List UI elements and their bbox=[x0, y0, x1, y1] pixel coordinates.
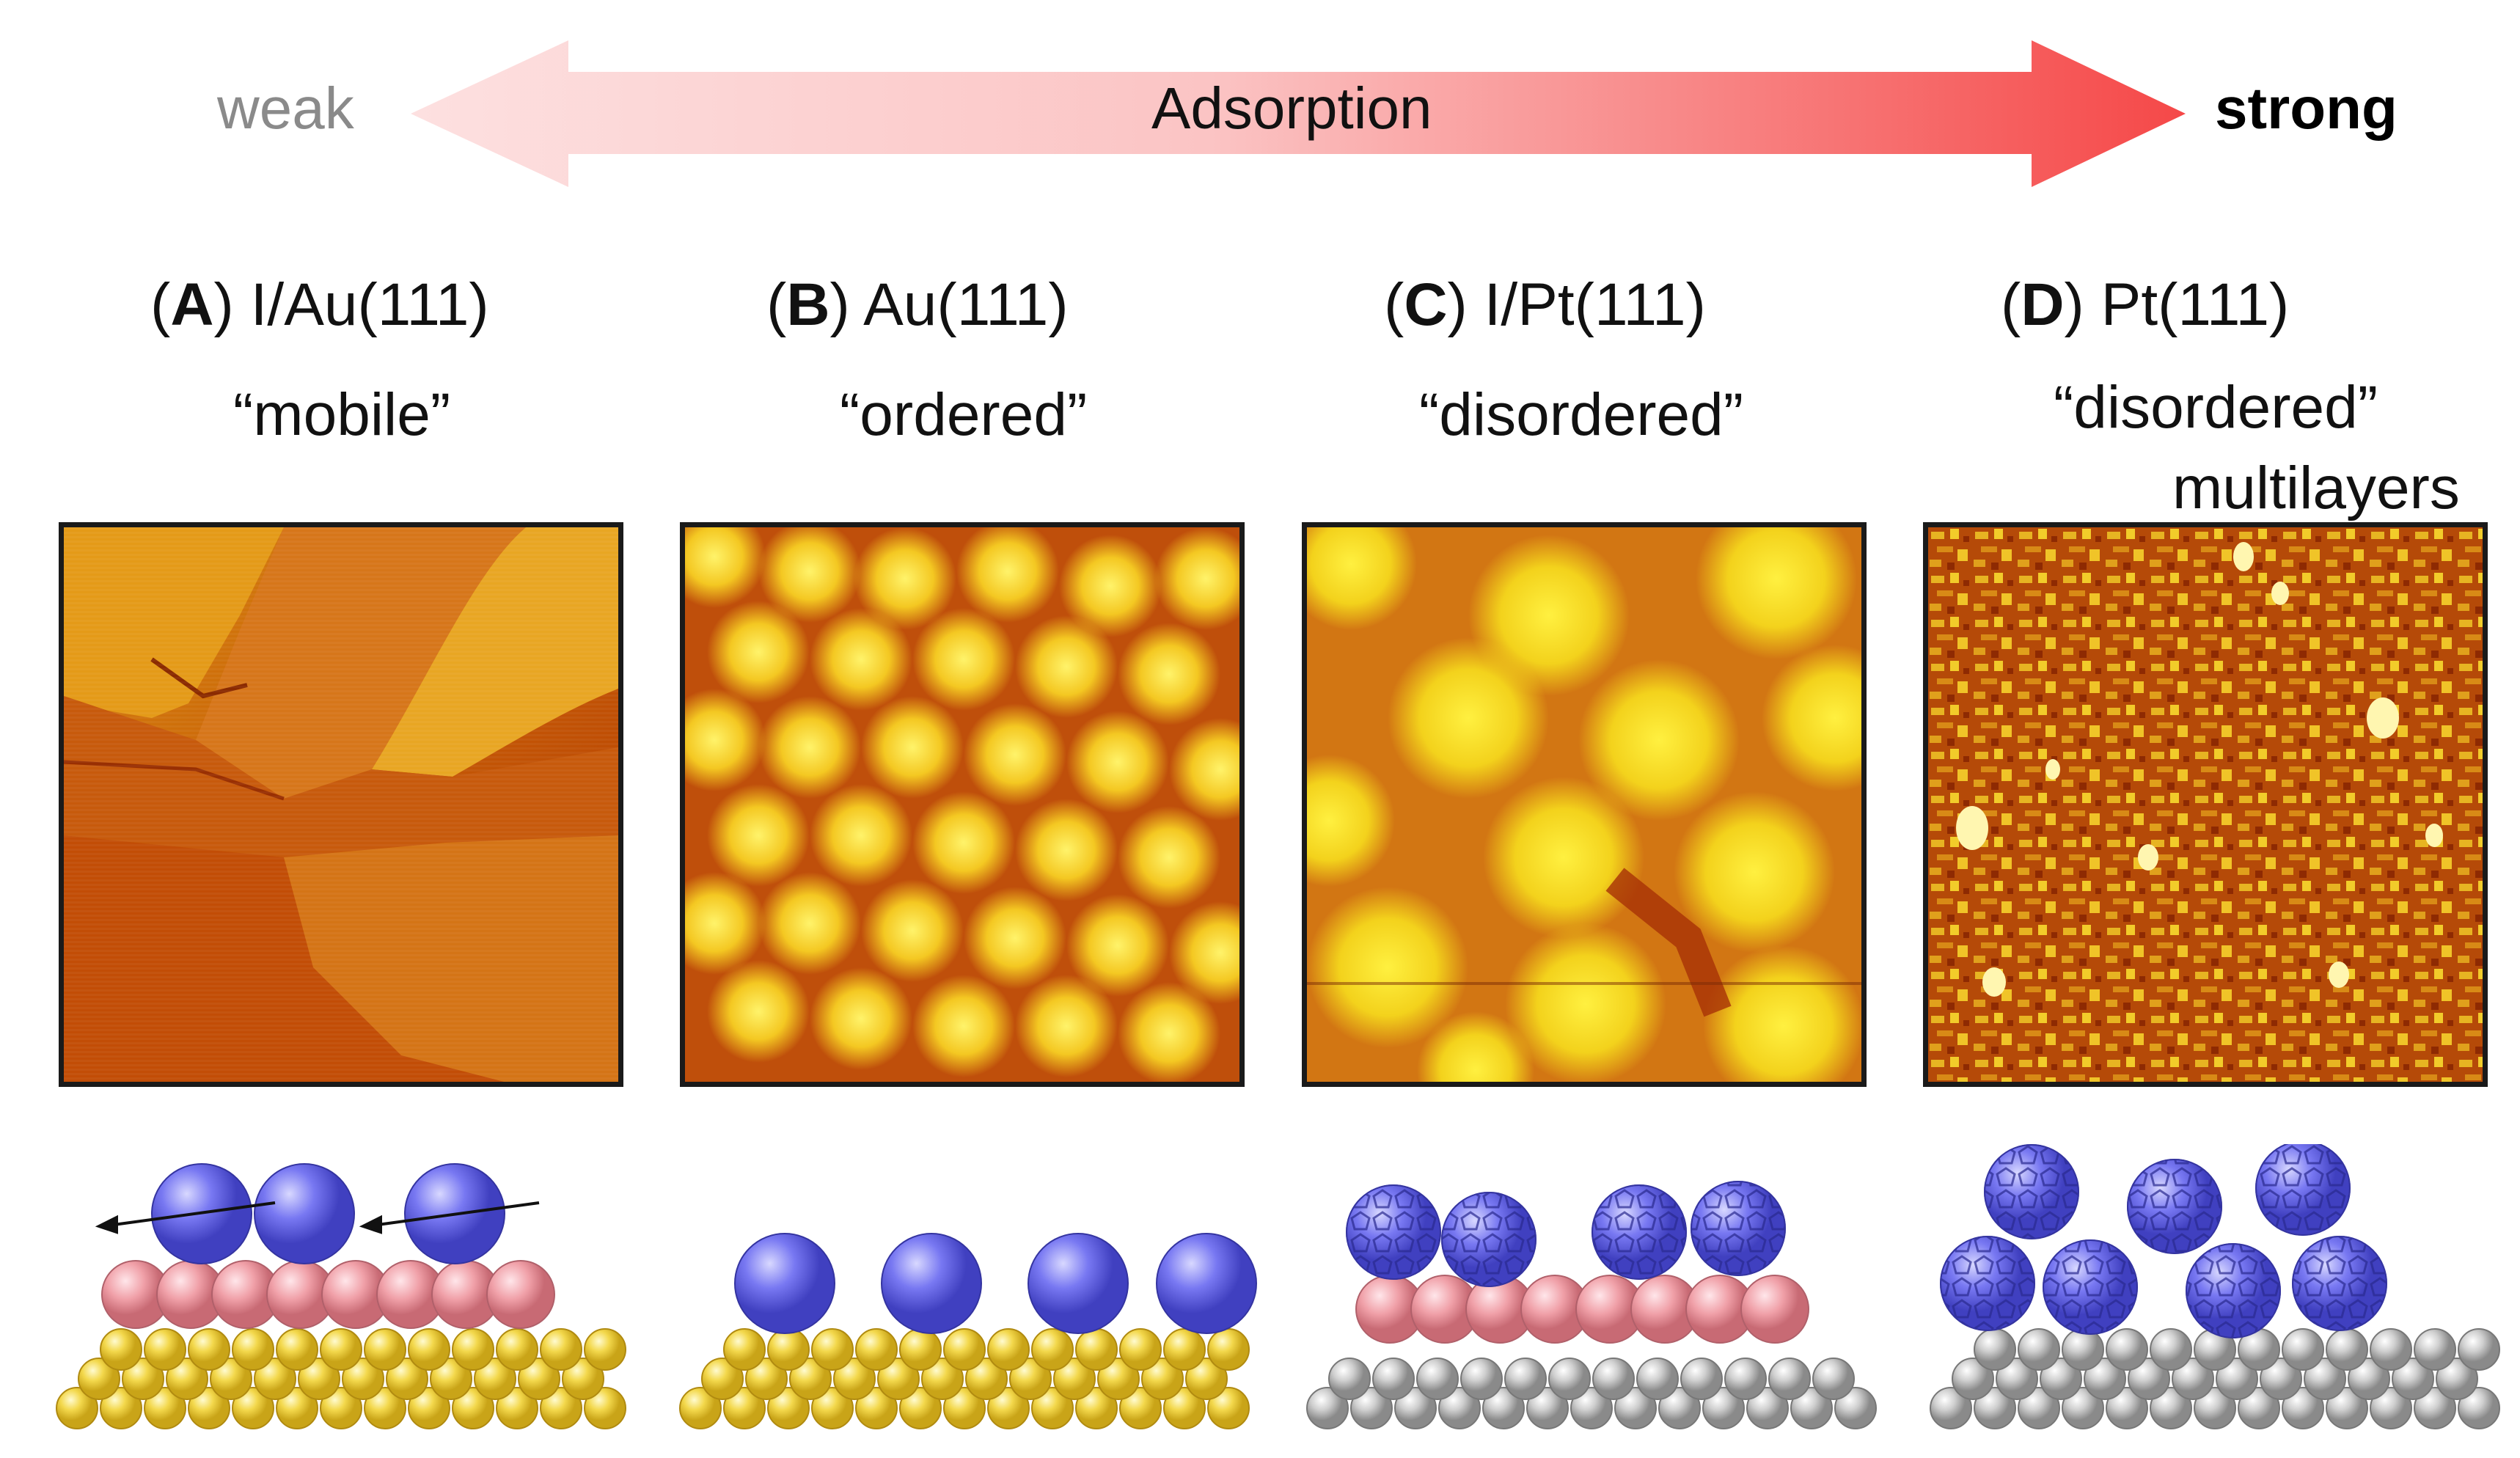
model-a bbox=[56, 1163, 626, 1429]
panel-d-letter: D bbox=[2021, 271, 2065, 338]
panel-d-description: “disordered” bbox=[2054, 374, 2378, 441]
panel-b-name: Au(111) bbox=[863, 271, 1069, 338]
panel-d-description-line2: multilayers bbox=[2172, 455, 2460, 521]
panel-d-title: (D) Pt(111) bbox=[2001, 271, 2290, 338]
panel-a-name: I/Au(111) bbox=[250, 271, 489, 338]
stm-image-a bbox=[59, 522, 623, 1087]
model-b bbox=[679, 1233, 1257, 1429]
adsorption-label: Adsorption bbox=[1151, 76, 1432, 141]
panel-b-letter: B bbox=[786, 271, 830, 338]
model-d bbox=[1930, 1144, 2500, 1429]
model-c bbox=[1306, 1181, 1877, 1429]
panel-b-title: (B) Au(111) bbox=[766, 271, 1069, 338]
stm-image-b bbox=[680, 522, 1245, 1087]
stm-image-c bbox=[1302, 522, 1867, 1087]
panel-a-title: (A) I/Au(111) bbox=[150, 271, 489, 338]
strong-label: strong bbox=[2215, 76, 2398, 141]
panel-a-letter: A bbox=[170, 271, 214, 338]
panel-c-description: “disordered” bbox=[1419, 381, 1744, 448]
panel-c-title: (C) I/Pt(111) bbox=[1384, 271, 1706, 338]
weak-label: weak bbox=[217, 76, 354, 141]
stm-image-d bbox=[1923, 522, 2488, 1087]
panel-d-name: Pt(111) bbox=[2100, 271, 2290, 338]
adsorption-arrow bbox=[411, 40, 2186, 187]
panel-a-description: “mobile” bbox=[233, 381, 451, 448]
panel-c-letter: C bbox=[1404, 271, 1448, 338]
panel-c-name: I/Pt(111) bbox=[1484, 271, 1706, 338]
panel-b-description: “ordered” bbox=[840, 381, 1088, 448]
